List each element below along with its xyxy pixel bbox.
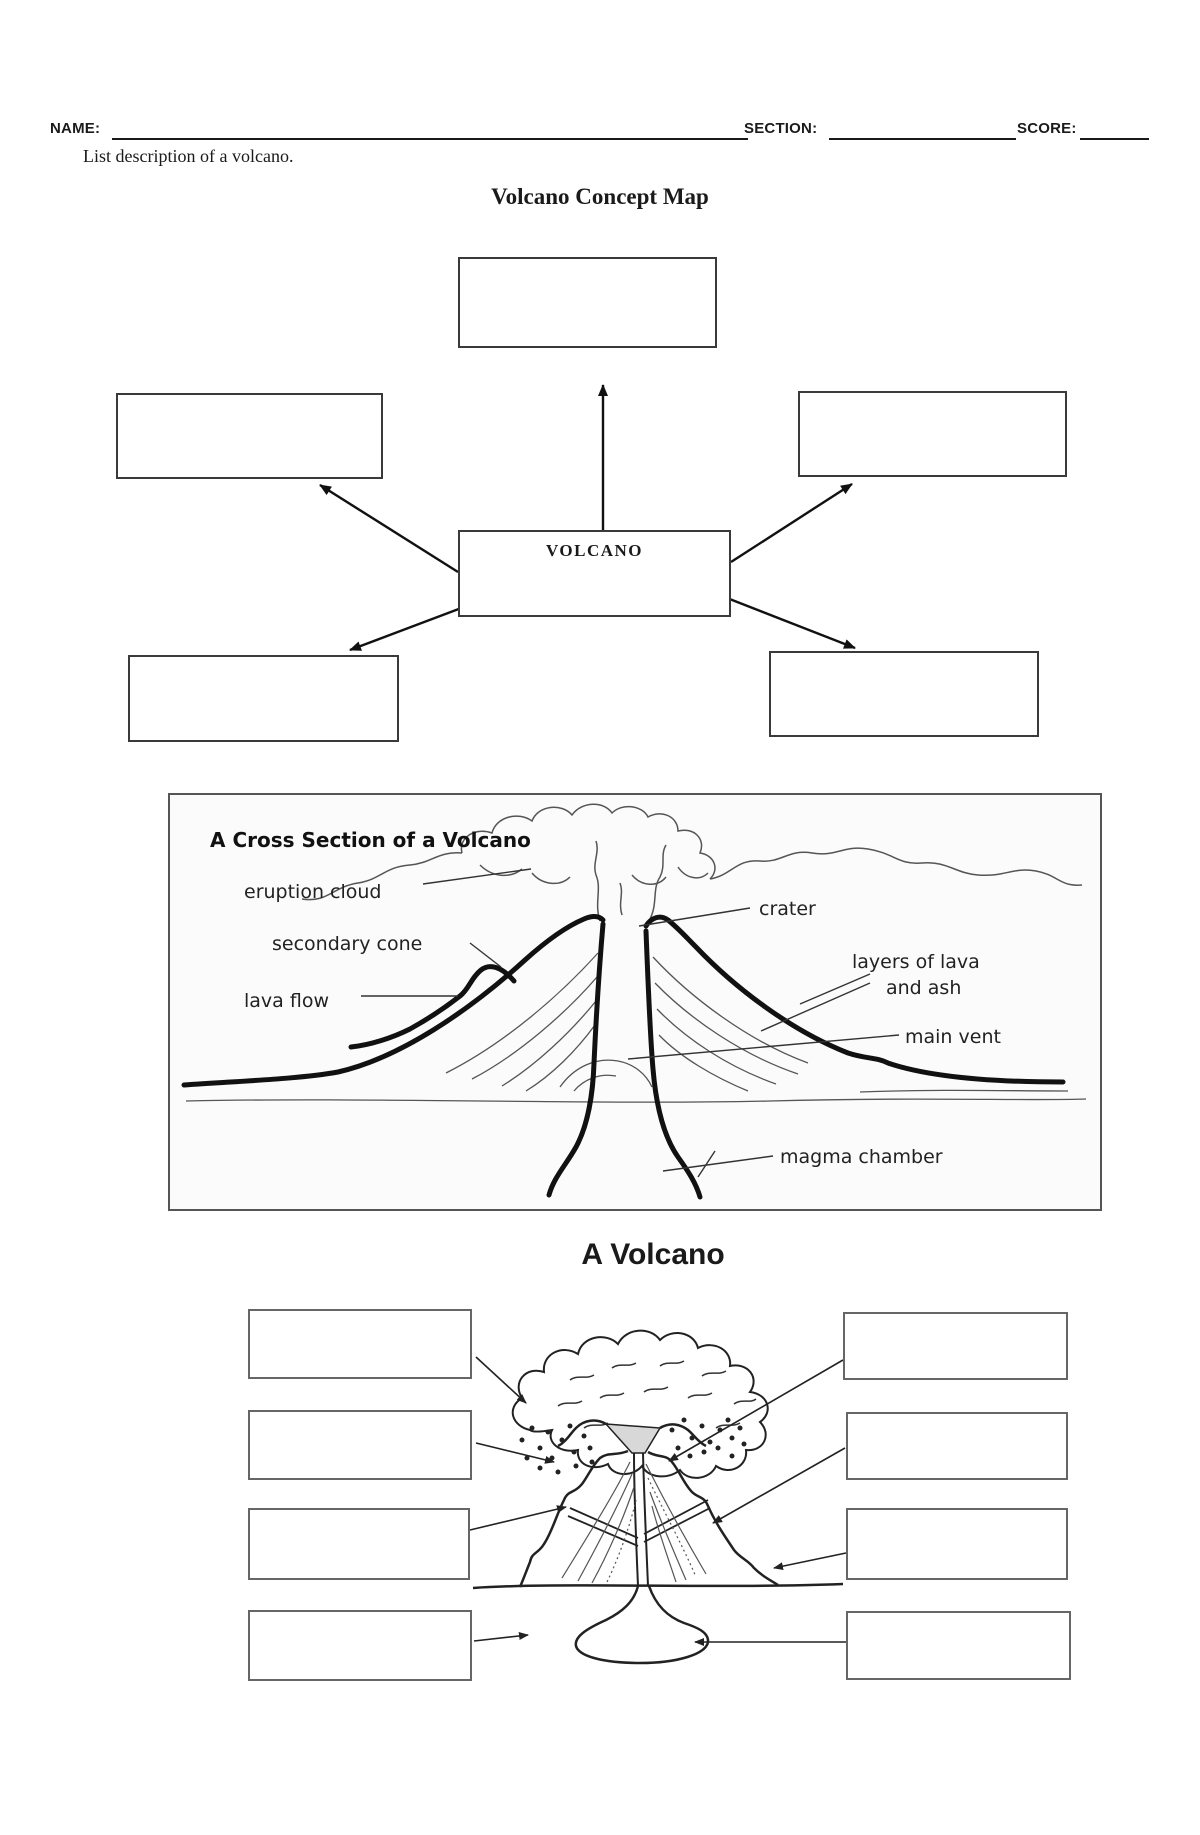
label-eruption-cloud: eruption cloud — [244, 881, 382, 903]
instruction-text: List description of a volcano. — [83, 146, 294, 166]
answer-box-left-3[interactable] — [248, 1508, 470, 1580]
crater-funnel — [604, 1423, 662, 1454]
arrow-upper-right — [730, 482, 853, 564]
cross-section-art: A Cross Section of a Volcano eruption cl… — [181, 803, 1087, 1200]
section-label: SECTION: — [744, 120, 818, 137]
label-layers-line1: layers of lava — [852, 951, 980, 973]
answer-box-right-3[interactable] — [846, 1508, 1068, 1580]
name-field[interactable] — [112, 118, 748, 140]
leader-row2-left — [475, 1442, 555, 1464]
ash-dots — [519, 1417, 747, 1475]
leader-row2-right — [712, 1447, 846, 1524]
cross-section-figure: A Cross Section of a Volcano eruption cl… — [168, 793, 1102, 1211]
leader-row1-left — [475, 1356, 527, 1404]
concept-box-left[interactable] — [116, 393, 383, 479]
cross-section-leaders — [361, 868, 900, 1178]
score-label: SCORE: — [1017, 120, 1077, 137]
cone-drawing — [472, 1419, 844, 1665]
label-magma-chamber: magma chamber — [780, 1146, 943, 1168]
answer-box-left-1[interactable] — [248, 1309, 472, 1379]
arrow-lower-right — [726, 596, 856, 650]
volcano-outline — [181, 914, 1066, 1200]
lava-layer-lines — [185, 952, 1087, 1103]
a-volcano-title: A Volcano — [581, 1238, 725, 1271]
label-crater: crater — [759, 898, 816, 920]
section-field[interactable] — [829, 118, 1016, 140]
concept-center-box: VOLCANO — [458, 530, 731, 617]
label-lava-flow: lava flow — [244, 990, 329, 1012]
answer-box-right-1[interactable] — [843, 1312, 1068, 1380]
answer-box-right-4[interactable] — [846, 1611, 1071, 1680]
arrow-lower-left — [349, 605, 465, 652]
magma-chamber-drawing — [574, 1585, 710, 1665]
answer-box-right-2[interactable] — [846, 1412, 1068, 1480]
a-volcano-art — [469, 1329, 847, 1665]
label-secondary-cone: secondary cone — [272, 933, 422, 955]
leader-row4-left — [473, 1632, 529, 1642]
score-field[interactable] — [1080, 118, 1149, 140]
concept-box-bottom-right[interactable] — [769, 651, 1039, 737]
leader-row1-right — [668, 1359, 844, 1462]
answer-box-left-4[interactable] — [248, 1610, 472, 1681]
concept-map-arrows — [319, 384, 856, 652]
leader-row3-left — [469, 1505, 567, 1531]
label-main-vent: main vent — [905, 1026, 1001, 1048]
label-layers-line2: and ash — [886, 977, 961, 999]
concept-center-label: VOLCANO — [545, 541, 644, 560]
concept-map-title: Volcano Concept Map — [491, 184, 709, 209]
arrow-upper-left — [319, 483, 459, 574]
concept-box-top[interactable] — [458, 257, 717, 348]
answer-box-left-2[interactable] — [248, 1410, 472, 1480]
cross-section-title: A Cross Section of a Volcano — [210, 828, 531, 852]
bottom-leaders — [469, 1356, 847, 1646]
leader-row3-right — [773, 1552, 847, 1571]
concept-box-right[interactable] — [798, 391, 1067, 477]
concept-box-bottom-left[interactable] — [128, 655, 399, 742]
eruption-cloud-drawing — [301, 803, 1083, 922]
name-label: NAME: — [50, 120, 101, 137]
